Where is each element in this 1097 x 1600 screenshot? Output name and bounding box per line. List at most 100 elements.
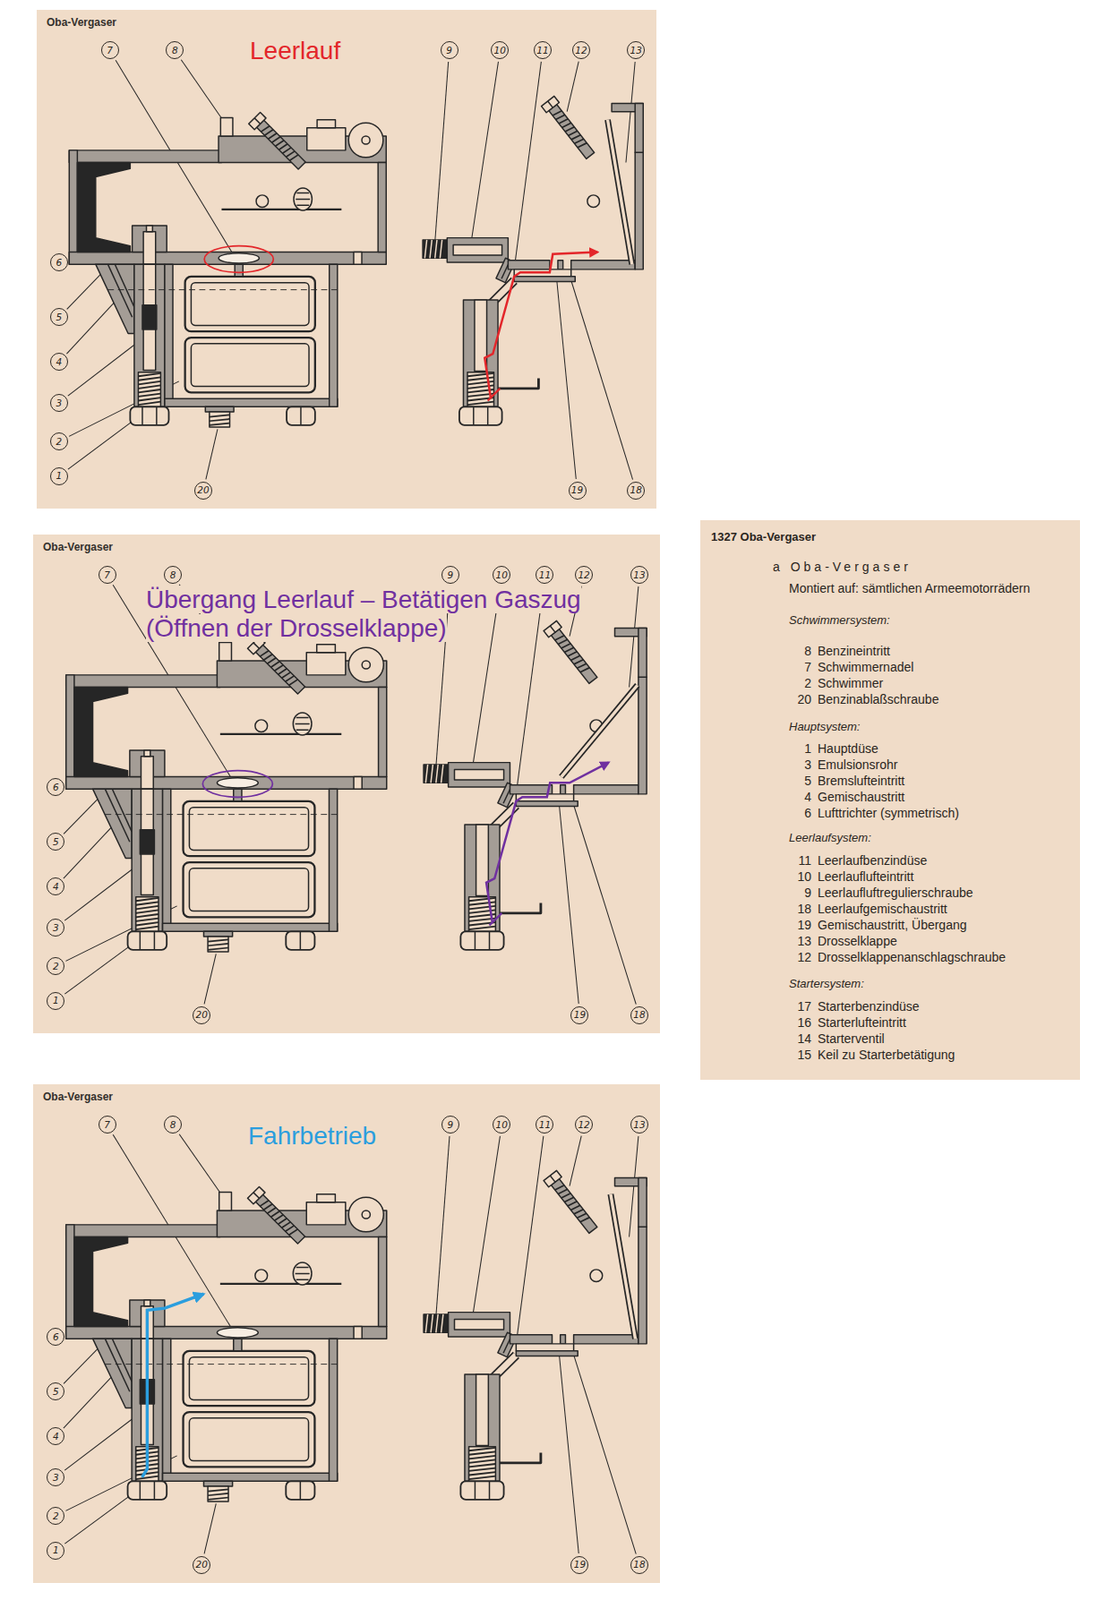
part-number: 7 bbox=[804, 659, 812, 676]
part-name: Schwimmer bbox=[817, 676, 883, 692]
carburetor-section bbox=[33, 1084, 660, 1584]
callout-number: 1 bbox=[46, 1542, 65, 1560]
panel-heading: Fahrbetrieb bbox=[248, 1122, 377, 1151]
part-name: Leerlaufgemischaustritt bbox=[817, 901, 948, 918]
callout-number: 7 bbox=[101, 41, 120, 60]
section-heading: Schwimmersystem: bbox=[788, 612, 891, 628]
part-number: 9 bbox=[804, 885, 812, 901]
section-heading: Leerlaufsystem: bbox=[788, 830, 872, 846]
legend-title: 1327 Oba-Vergaser bbox=[711, 529, 816, 545]
callout-number: 8 bbox=[165, 41, 184, 60]
part-number: 10 bbox=[797, 869, 812, 885]
callout-number: 19 bbox=[568, 481, 587, 500]
callout-number: 18 bbox=[630, 1006, 649, 1025]
callout-number: 20 bbox=[192, 1556, 211, 1575]
callout-number: 20 bbox=[192, 1006, 211, 1025]
legend-subtitle: a Oba-Vergaser bbox=[772, 559, 912, 575]
callout-number: 6 bbox=[46, 1328, 65, 1346]
callout-number: 9 bbox=[441, 565, 460, 584]
part-number: 12 bbox=[797, 950, 812, 966]
part-name: Starterventil bbox=[817, 1031, 885, 1047]
part-number: 17 bbox=[797, 999, 812, 1015]
part-number: 1 bbox=[804, 741, 812, 757]
part-number: 13 bbox=[797, 934, 812, 950]
part-name: Bremslufteintritt bbox=[817, 773, 905, 789]
callout-number: 13 bbox=[630, 1115, 649, 1134]
callout-number: 11 bbox=[535, 565, 554, 584]
panel: 1327 Oba-Vergaser a Oba-VergaserMontiert … bbox=[700, 520, 1080, 1080]
part-number: 15 bbox=[797, 1047, 812, 1063]
panel: Oba-VergaserÜbergang Leerlauf – Betätige… bbox=[33, 534, 660, 1034]
callout-number: 6 bbox=[50, 253, 69, 272]
callout-number: 4 bbox=[46, 877, 65, 896]
heading-box: Übergang Leerlauf – Betätigen Gaszug (Öf… bbox=[145, 585, 635, 643]
callout-number: 3 bbox=[50, 394, 69, 412]
callout-number: 8 bbox=[163, 1115, 182, 1134]
part-name: Schwimmernadel bbox=[817, 659, 914, 676]
callout-number: 9 bbox=[441, 1115, 460, 1134]
part-name: Gemischaustritt bbox=[817, 789, 905, 806]
part-name: Keil zu Starterbetätigung bbox=[817, 1047, 955, 1063]
part-number: 19 bbox=[797, 917, 812, 934]
panel-caption: Oba-Vergaser bbox=[46, 16, 117, 29]
callout-number: 18 bbox=[630, 1556, 649, 1575]
callout-number: 2 bbox=[50, 432, 69, 451]
part-number: 14 bbox=[797, 1031, 812, 1047]
part-name: Starterlufteintritt bbox=[817, 1015, 907, 1031]
part-number: 16 bbox=[797, 1015, 812, 1031]
part-name: Benzineintritt bbox=[817, 643, 891, 660]
part-number: 11 bbox=[797, 853, 812, 869]
callout-number: 11 bbox=[535, 1115, 554, 1134]
panel-heading: Übergang Leerlauf – Betätigen Gaszug (Öf… bbox=[145, 585, 582, 643]
part-name: Lufttrichter (symmetrisch) bbox=[817, 805, 960, 822]
callout-number: 11 bbox=[533, 41, 552, 60]
part-name: Leerlaufbenzindüse bbox=[817, 853, 927, 869]
callout-number: 18 bbox=[626, 481, 645, 500]
legend-text: Montiert auf: sämtlichen Armeemotorräder… bbox=[788, 581, 1030, 597]
part-number: 4 bbox=[804, 789, 812, 806]
part-number: 2 bbox=[804, 676, 812, 692]
callout-number: 9 bbox=[440, 41, 459, 60]
callout-number: 1 bbox=[50, 467, 69, 486]
callout-number: 19 bbox=[570, 1556, 589, 1575]
callout-number: 5 bbox=[50, 308, 69, 326]
callout-number: 10 bbox=[492, 1115, 511, 1134]
callout-number: 20 bbox=[194, 481, 213, 500]
callout-number: 19 bbox=[570, 1006, 589, 1025]
part-number: 5 bbox=[804, 773, 812, 789]
part-name: Drosselklappenanschlagschraube bbox=[817, 950, 1006, 966]
part-name: Drosselklappe bbox=[817, 934, 898, 950]
callout-number: 12 bbox=[574, 1115, 593, 1134]
callout-number: 3 bbox=[46, 918, 65, 937]
part-number: 20 bbox=[797, 692, 812, 708]
part-number: 8 bbox=[804, 643, 812, 660]
callout-number: 2 bbox=[46, 1507, 65, 1526]
section-heading: Hauptsystem: bbox=[788, 719, 860, 735]
panel-heading: Leerlauf bbox=[249, 36, 341, 66]
callout-number: 1 bbox=[46, 992, 65, 1011]
callout-number: 13 bbox=[626, 41, 645, 60]
callout-number: 5 bbox=[46, 1382, 65, 1401]
callout-number: 6 bbox=[46, 778, 65, 797]
callout-number: 10 bbox=[490, 41, 509, 60]
callout-number: 5 bbox=[46, 832, 65, 851]
part-name: Leerlaufluftregulierschraube bbox=[817, 885, 974, 901]
part-name: Leerlauflufteintritt bbox=[817, 869, 914, 885]
part-name: Benzinablaßschraube bbox=[817, 692, 939, 708]
callout-number: 2 bbox=[46, 957, 65, 976]
callout-number: 12 bbox=[574, 565, 593, 584]
panel-caption: Oba-Vergaser bbox=[42, 1090, 113, 1104]
callout-number: 3 bbox=[46, 1468, 65, 1487]
callout-number: 12 bbox=[572, 41, 591, 60]
part-name: Hauptdüse bbox=[817, 741, 879, 757]
part-number: 3 bbox=[804, 757, 812, 773]
panel-caption: Oba-Vergaser bbox=[42, 540, 113, 554]
callout-number: 10 bbox=[492, 565, 511, 584]
part-name: Emulsionsrohr bbox=[817, 757, 898, 773]
callout-number: 13 bbox=[630, 565, 649, 584]
part-number: 6 bbox=[804, 805, 812, 822]
part-name: Gemischaustritt, Übergang bbox=[817, 917, 968, 934]
callout-number: 7 bbox=[98, 565, 117, 584]
part-name: Starterbenzindüse bbox=[817, 999, 920, 1015]
